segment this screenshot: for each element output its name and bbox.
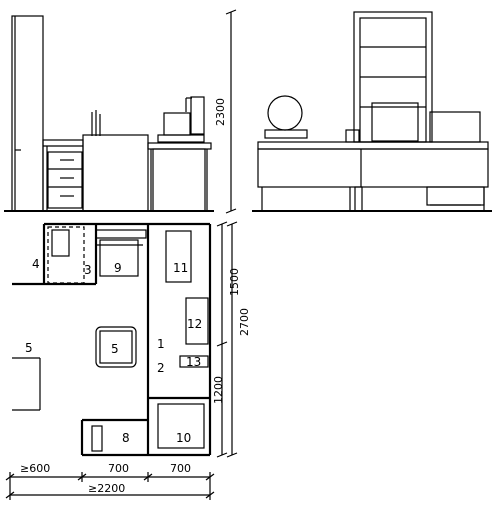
- label-8: 8: [122, 431, 130, 445]
- dim-700-right-label: 700: [170, 462, 191, 475]
- item-8-box: [91, 425, 103, 452]
- dashed-area-3: [47, 226, 85, 284]
- label-4: 4: [32, 257, 40, 271]
- bookshelf: [353, 11, 433, 143]
- front-elevation: 2300: [4, 9, 237, 214]
- item-5-table-inner: [99, 330, 133, 364]
- small-box: [345, 129, 360, 143]
- label-10: 10: [176, 431, 191, 445]
- item-5-table: [95, 326, 137, 368]
- label-5-table: 5: [111, 342, 119, 356]
- drawer-unit: [47, 151, 83, 209]
- front-desk: [82, 134, 149, 212]
- item-11-box: [165, 230, 192, 283]
- side-cabinet: [429, 111, 481, 143]
- item-4-object: [51, 229, 70, 257]
- dim-1200-label: 1200: [212, 376, 225, 404]
- pen-holder: [91, 110, 101, 136]
- globe: [264, 95, 308, 139]
- long-desk: [257, 141, 489, 212]
- item-13-box: [179, 355, 209, 368]
- label-9: 9: [114, 261, 122, 275]
- side-elevation: [252, 11, 492, 212]
- left-wall-segment: [12, 357, 41, 411]
- label-1: 1: [157, 337, 165, 351]
- tall-cabinet: [11, 15, 44, 212]
- label-5-wall: 5: [25, 341, 33, 355]
- dim-2200-label: ≥2200: [88, 482, 125, 495]
- monitor: [157, 96, 205, 143]
- plan-horizontal-dimensions: ≥600 700 700 ≥2200: [5, 462, 215, 500]
- side-low-cabinet: [42, 139, 84, 212]
- front-height-label: 2300: [214, 98, 227, 126]
- floor-plan: 4 3 9 11 12 5 5 1 2 13 8 10 1500 1200 27…: [5, 221, 251, 500]
- dim-700-middle-label: 700: [108, 462, 129, 475]
- computer-table: [147, 142, 212, 212]
- front-height-dimension: 2300: [214, 9, 237, 214]
- item-12-box: [185, 297, 209, 345]
- label-3: 3: [84, 263, 92, 277]
- side-monitor: [371, 102, 419, 142]
- label-12: 12: [187, 317, 202, 331]
- dim-600-label: ≥600: [20, 462, 50, 475]
- plan-vertical-dimensions: 1500 1200 2700: [212, 221, 251, 458]
- dim-1500-label: 1500: [228, 268, 241, 296]
- plan-walls: [12, 222, 212, 457]
- label-11: 11: [173, 261, 188, 275]
- dim-2700-label: 2700: [238, 308, 251, 336]
- label-13: 13: [186, 355, 201, 369]
- label-2: 2: [157, 361, 165, 375]
- item-10-box: [157, 403, 205, 449]
- item-9-shelf: [95, 229, 147, 277]
